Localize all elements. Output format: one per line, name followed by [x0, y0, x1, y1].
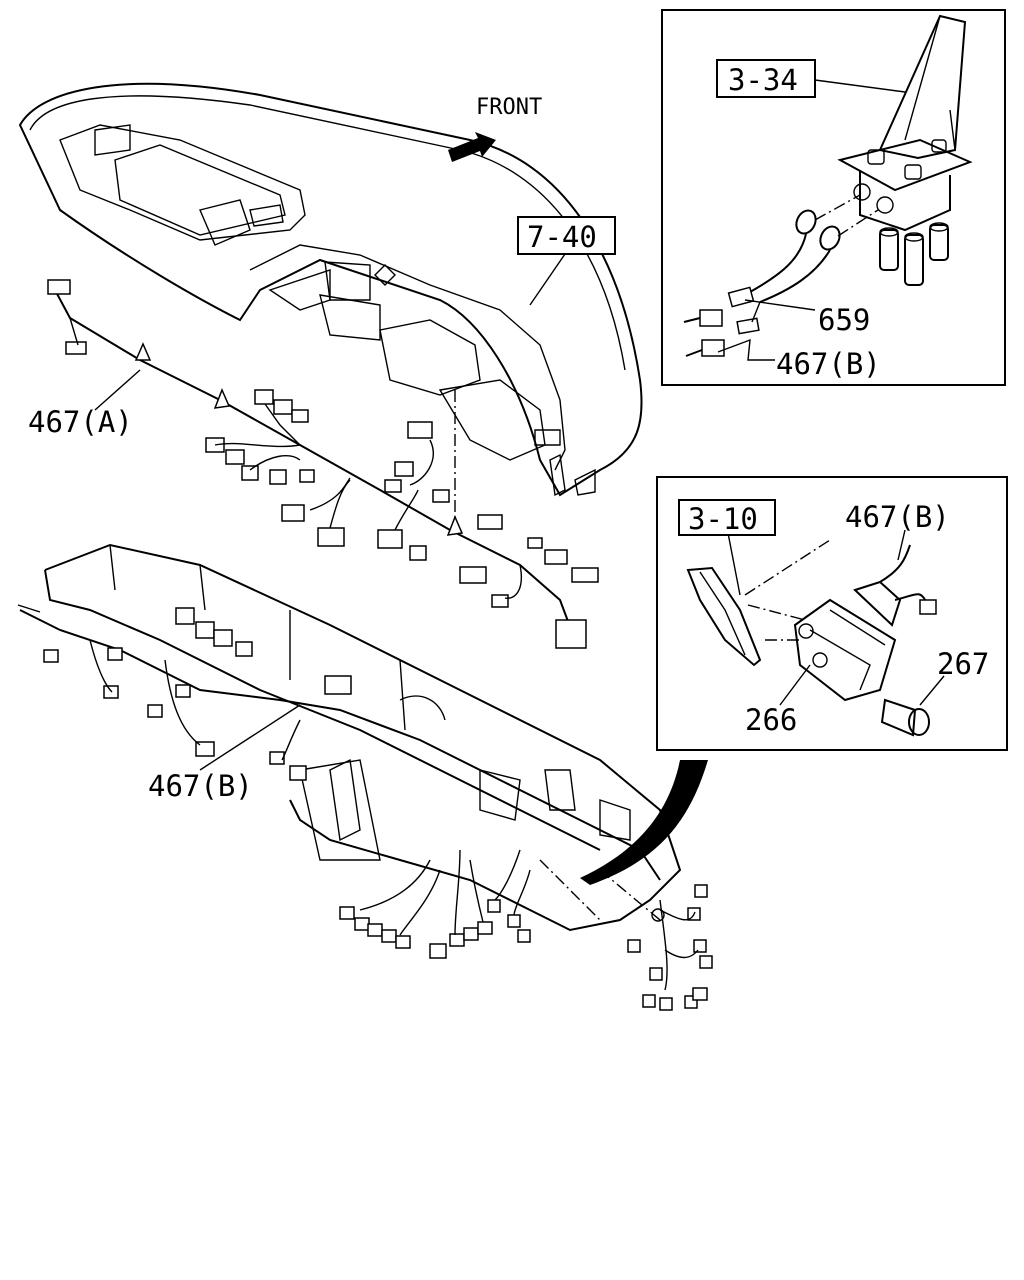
dash-frame	[44, 543, 682, 932]
ref-3-34-box: 3-34	[716, 59, 816, 98]
ref-7-40-box: 7-40	[517, 216, 616, 306]
ref-3-10-label: 3-10	[688, 502, 758, 536]
part-266-label: 266	[745, 703, 797, 737]
leader-467b-main	[199, 704, 301, 771]
ref-3-34-label: 3-34	[728, 63, 798, 97]
part-659-label: 659	[818, 303, 870, 337]
part-467b-label-inset-top: 467(B)	[776, 347, 881, 381]
part-267-label: 267	[937, 647, 989, 681]
inset-shift-lever	[661, 9, 1006, 386]
leader-467a	[94, 369, 141, 411]
instrument-panel	[18, 82, 643, 530]
ref-3-10-box: 3-10	[678, 499, 776, 536]
part-467a-label: 467(A)	[28, 405, 133, 439]
front-arrow	[448, 132, 496, 162]
harness-467b-main	[17, 604, 713, 1011]
inset-module	[656, 476, 1008, 751]
part-467b-label-inset-bottom: 467(B)	[845, 500, 950, 534]
harness-467a	[47, 279, 599, 649]
ref-7-40-label: 7-40	[527, 220, 597, 254]
detail-callout-wedge	[580, 760, 708, 885]
part-467b-label-main: 467(B)	[148, 769, 253, 803]
front-label: FRONT	[476, 95, 542, 120]
